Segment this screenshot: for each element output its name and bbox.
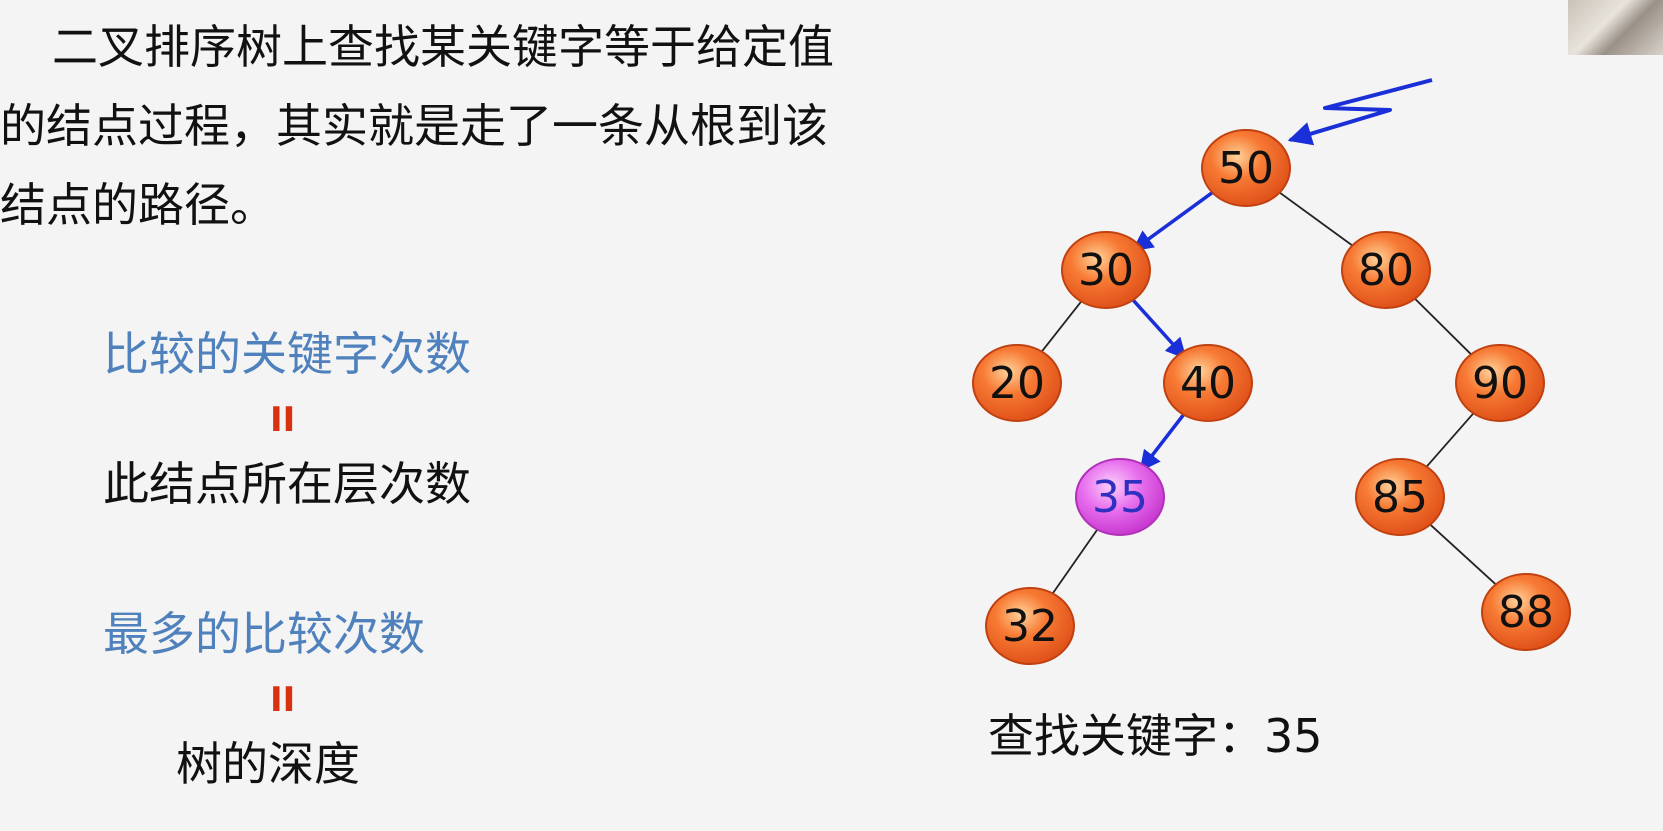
tree-node-90: 90 xyxy=(1455,344,1545,422)
tree-node-circle xyxy=(1455,344,1545,422)
tree-edge-30-20 xyxy=(1037,293,1089,357)
tree-node-label: 20 xyxy=(989,358,1045,409)
intro-paragraph: 二叉排序树上查找某关键字等于给定值 的结点过程，其实就是走了一条从根到该 结点的… xyxy=(0,8,960,245)
tree-node-label: 88 xyxy=(1498,587,1554,638)
tree-edge-80-90 xyxy=(1406,290,1477,360)
root-entry-squiggle-arrow xyxy=(1287,78,1433,146)
tree-node-label: 50 xyxy=(1218,143,1274,194)
tree-edge-90-85 xyxy=(1421,404,1481,473)
tree-node-30: 30 xyxy=(1061,231,1151,309)
tree-edge-35-32 xyxy=(1048,521,1104,599)
tree-node-circle xyxy=(1075,458,1165,536)
presenter-video-thumbnail xyxy=(1568,0,1663,55)
paragraph-line-3: 结点的路径。 xyxy=(0,178,276,232)
tree-node-label: 30 xyxy=(1078,245,1134,296)
tree-edge-40-35 xyxy=(1139,405,1192,472)
tree-node-circle xyxy=(1481,573,1571,651)
tree-node-label: 32 xyxy=(1002,601,1058,652)
compare-count-label: 比较的关键字次数 xyxy=(103,327,471,381)
paragraph-line-1: 二叉排序树上查找某关键字等于给定值 xyxy=(52,20,834,74)
tree-depth-text: 树的深度 xyxy=(176,737,360,791)
tree-node-circle xyxy=(985,587,1075,665)
max-compare-label: 最多的比较次数 xyxy=(103,607,425,661)
tree-node-85: 85 xyxy=(1355,458,1445,536)
tree-node-label: 85 xyxy=(1372,472,1428,523)
search-key-caption: 查找关键字：35 xyxy=(988,709,1323,763)
tree-node-label: 35 xyxy=(1092,472,1148,523)
equals-sign-2: II xyxy=(270,680,296,720)
equals-sign-1: II xyxy=(270,400,296,440)
tree-node-label: 40 xyxy=(1180,358,1236,409)
tree-node-32: 32 xyxy=(985,587,1075,665)
tree-edge-30-40 xyxy=(1124,291,1187,360)
tree-edge-50-80 xyxy=(1269,184,1360,251)
tree-node-35: 35 xyxy=(1075,458,1165,536)
tree-edge-50-30 xyxy=(1131,184,1223,252)
tree-node-20: 20 xyxy=(972,344,1062,422)
paragraph-line-2: 的结点过程，其实就是走了一条从根到该 xyxy=(0,99,828,153)
tree-node-circle xyxy=(1163,344,1253,422)
tree-node-40: 40 xyxy=(1163,344,1253,422)
tree-node-88: 88 xyxy=(1481,573,1571,651)
tree-node-50: 50 xyxy=(1201,129,1291,207)
tree-node-label: 90 xyxy=(1472,358,1528,409)
tree-node-circle xyxy=(1355,458,1445,536)
tree-node-80: 80 xyxy=(1341,231,1431,309)
tree-node-label: 80 xyxy=(1358,245,1414,296)
tree-node-circle xyxy=(1061,231,1151,309)
tree-node-circle xyxy=(1201,129,1291,207)
tree-node-circle xyxy=(1341,231,1431,309)
tree-node-circle xyxy=(972,344,1062,422)
tree-edge-85-88 xyxy=(1421,516,1502,590)
node-level-text: 此结点所在层次数 xyxy=(103,457,471,511)
